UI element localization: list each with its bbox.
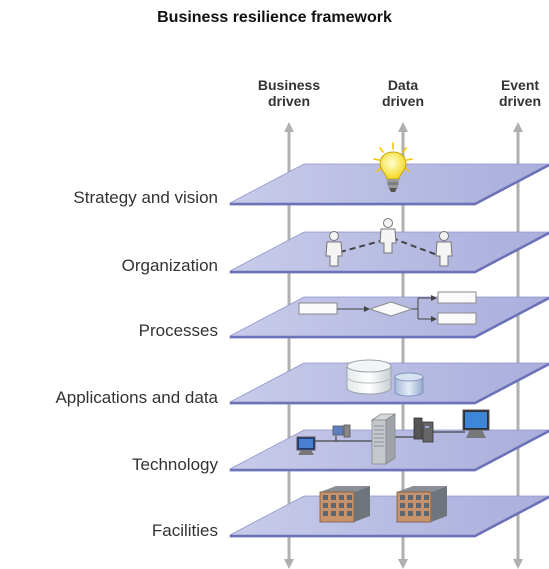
column-header-event: Event driven [475, 77, 549, 109]
column-header-business: Business driven [244, 77, 334, 109]
column-header-line: driven [267, 93, 310, 109]
layer-label-processes: Processes [138, 321, 218, 340]
layer-label-organization: Organization [121, 256, 218, 275]
column-header-data: Data driven [358, 77, 448, 109]
database-icon [346, 359, 424, 397]
column-header-line: Event [500, 77, 540, 93]
servers-icon [296, 409, 490, 465]
buildings-icon [319, 486, 447, 523]
column-header-line: Data [387, 77, 419, 93]
column-header-line: driven [498, 93, 541, 109]
plane-facilities [229, 495, 549, 538]
layer-label-strategy: Strategy and vision [73, 188, 218, 207]
layer-label-facilities: Facilities [151, 521, 218, 540]
people-icon [325, 218, 453, 267]
flowchart-icon [298, 291, 477, 325]
arrow-event [513, 122, 523, 569]
column-header-line: Business [257, 77, 321, 93]
layer-label-technology: Technology [131, 455, 218, 474]
column-header-line: driven [381, 93, 424, 109]
lightbulb-icon [373, 142, 413, 192]
layer-label-applications: Applications and data [55, 388, 218, 407]
diagram-title: Business resilience framework [157, 9, 392, 26]
